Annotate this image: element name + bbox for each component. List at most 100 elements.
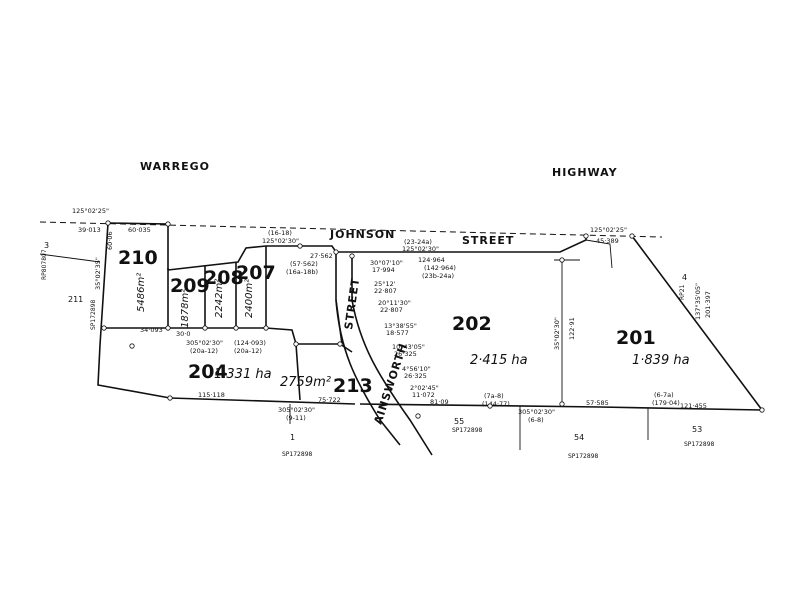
lot-210-area: 5486m² [136, 273, 147, 312]
dim-ains-12: 26·325 [404, 372, 427, 380]
dim-57-585: 57·585 [586, 399, 609, 407]
adjoining-lot-54-plan: SP172898 [568, 453, 599, 460]
lot-201-corner [585, 239, 613, 269]
road-label-highway: HIGHWAY [552, 166, 618, 179]
dim-7a-8: (7a-8) [484, 392, 504, 400]
ainsworth-west-line [335, 299, 401, 446]
dim-divider-bearing: 35°02'30" [553, 317, 561, 350]
lot-201-number: 201 [616, 327, 656, 349]
dim-115-118: 115·118 [198, 391, 225, 399]
dim-east-length: 201·397 [704, 291, 712, 318]
dim-16-18: (16-18) [268, 229, 292, 237]
lots-207-209-north [167, 245, 300, 271]
lot-204-number: 204 [188, 361, 228, 383]
dim-ains-7: 13°38'55" [384, 322, 417, 330]
adjoining-lot-3-plan: RP807807 [41, 249, 48, 280]
dim-ains-1: 30°07'10" [370, 259, 403, 267]
dim-ains-5: 20°11'30" [378, 299, 411, 307]
dim-ains-11: 4°56'10" [402, 365, 431, 373]
dim-20a-12-b: (20a-12) [234, 347, 262, 355]
dim-144-77: (144·77) [482, 400, 510, 408]
dim-6-8: (6-8) [528, 416, 544, 424]
dim-305-mid: 305°02'30" [278, 406, 315, 414]
dim-45-389: 45·389 [596, 237, 619, 245]
dim-9-11: (9-11) [286, 414, 306, 422]
dim-30-0: 30·0 [176, 330, 190, 338]
dim-warrego-bearing: 125°02'25" [72, 207, 109, 215]
dim-ains-3: 25°12' [374, 280, 396, 288]
lot-208-number: 208 [204, 267, 244, 289]
dim-34-093: 34·093 [140, 326, 163, 334]
lot-210-number: 210 [118, 247, 158, 269]
dim-20a-12: (20a-12) [190, 347, 218, 355]
dim-57-562: (57·562) [290, 260, 318, 268]
dim-ains-8: 18·577 [386, 329, 409, 337]
adjoining-lot-53-plan: SP172898 [684, 441, 715, 448]
road-label-johnson: JOHNSON [329, 228, 395, 241]
adjoining-lot-55-plan: SP172898 [452, 427, 483, 434]
adjoining-lot-1-plan: SP172898 [282, 451, 313, 458]
dim-ains-9: 10°43'05" [392, 343, 425, 351]
dim-121-455: 121·455 [680, 402, 707, 410]
dim-75-722: 75·722 [318, 396, 341, 404]
dim-west-bearing: 35°02'35" [94, 257, 102, 290]
west-boundary [97, 222, 171, 399]
dim-johnson-23-24a: (23-24a) [404, 238, 432, 246]
ainsworth-east-line [351, 299, 433, 456]
dim-ains-14: 11·072 [412, 391, 435, 399]
highway-frontage-line [39, 221, 663, 238]
lot-213-area: 2759m² [280, 375, 331, 390]
dim-81-09: 81·09 [430, 398, 449, 406]
adjoining-lot-53: 53 [692, 425, 702, 434]
south-boundary [169, 397, 763, 411]
dim-305-right: 305°02'30" [518, 408, 555, 416]
dim-124-093: (124·093) [234, 339, 266, 347]
dim-16a-18b: (16a-18b) [286, 268, 318, 276]
dim-39: 39·013 [78, 226, 101, 234]
lot-207-number: 207 [236, 262, 276, 284]
adjoining-lot-4-plan: RP21 [679, 284, 686, 300]
adjoining-lot-1: 1 [290, 433, 295, 442]
dim-ains-2: 17·994 [372, 266, 395, 274]
adjoining-lot-3: 3 [44, 241, 49, 250]
lot-208-area: 2242m² [214, 279, 225, 318]
dim-ains-6: 22·807 [380, 306, 403, 314]
dim-east-bearing: 137°35'05" [694, 283, 702, 320]
lot-209-number: 209 [170, 275, 210, 297]
dim-27-562: 27·562 [310, 252, 333, 260]
lot-204-area: 1·331 ha [214, 367, 272, 382]
road-label-warrego: WARREGO [140, 160, 210, 173]
dim-6-7a: (6-7a) [654, 391, 674, 399]
lot-3-boundary [39, 253, 101, 263]
road-label-street: STREET [462, 234, 514, 247]
adjoining-lot-211: 211 [68, 295, 83, 304]
dim-ains-13: 2°02'45" [410, 384, 439, 392]
dim-ains-10: 26·325 [394, 350, 417, 358]
lot-209-area: 1878m² [180, 289, 191, 328]
adjoining-lot-55: 55 [454, 417, 464, 426]
lot-213-number: 213 [333, 375, 373, 397]
adjoining-sp-left: SP172898 [90, 299, 97, 330]
lot-202-area: 2·415 ha [470, 353, 528, 368]
dim-179-04: (179·04) [652, 399, 680, 407]
adjoining-lot-4: 4 [682, 273, 687, 282]
survey-pegs [101, 220, 765, 419]
dim-ains-4: 22·807 [374, 287, 397, 295]
dim-divider-length: 122·91 [568, 317, 576, 340]
dim-305-left: 305°02'30" [186, 339, 223, 347]
east-boundary [631, 235, 763, 411]
lot-207-area: 2400m² [244, 279, 255, 318]
street-reserve-lines [335, 252, 353, 300]
lot-202-number: 202 [452, 313, 492, 335]
dim-right-bearing: 125°02'25" [590, 226, 627, 234]
johnson-street-north-line [300, 236, 587, 253]
dim-johnson-142: (142·964) [424, 264, 456, 272]
dim-west-length: 60·06 [106, 231, 114, 250]
dim-125-02-30: 125°02'30" [262, 237, 299, 245]
dim-johnson-124: 124·964 [418, 256, 445, 264]
dim-60: 60·035 [128, 226, 151, 234]
dim-johnson-23b: (23b-24a) [422, 272, 454, 280]
lot-201-area: 1·839 ha [632, 353, 690, 368]
dim-johnson-bearing: 125°02'30" [402, 245, 439, 253]
